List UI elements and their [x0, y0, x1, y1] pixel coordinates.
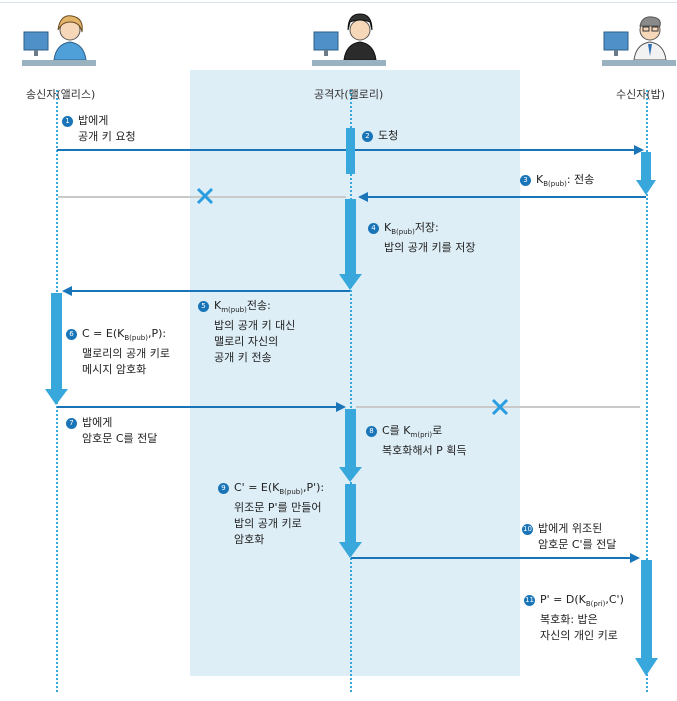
- step-number: 7: [66, 418, 77, 429]
- activation-decrypt: [345, 409, 356, 469]
- step-text: C를 K: [382, 424, 411, 437]
- step-text: 전송:: [246, 299, 271, 312]
- step-subscript: B(pri): [585, 600, 606, 609]
- step-text: K: [384, 221, 392, 234]
- step-10: 10 밥에게 위조된 암호문 C'를 전달: [522, 521, 616, 553]
- step-text: 밥에게: [82, 416, 113, 429]
- step-number: 6: [66, 329, 77, 340]
- activation-encrypt: [51, 293, 62, 389]
- step-text: 저장:: [414, 221, 439, 234]
- arrow-head: [635, 658, 658, 676]
- step-number: 10: [522, 524, 533, 535]
- arrow-head: [339, 467, 362, 482]
- arrow-head: [630, 553, 640, 563]
- step-text: 공개 키 요청: [78, 130, 136, 143]
- step-8: 8 C를 Km(pri)로 복호화해서 P 획득: [366, 423, 466, 459]
- step-text: P' = D(K: [540, 593, 586, 606]
- cross-icon: [196, 187, 214, 205]
- step-9: 9 C' = E(KB(pub),P'): 위조문 P'를 만들어 밥의 공개 키…: [218, 480, 324, 548]
- step-number: 5: [198, 301, 209, 312]
- activation-intercept: [346, 128, 355, 174]
- step-text: 공개 키 전송: [214, 351, 272, 365]
- step-text: C = E(K: [82, 327, 125, 340]
- step-text: K: [214, 299, 222, 312]
- arrow-head: [62, 286, 72, 296]
- step-number: 4: [368, 223, 379, 234]
- step-text: ,P):: [147, 327, 167, 340]
- step-text: 밥의 공개 키 대신: [214, 319, 296, 333]
- step-subscript: B(pub): [391, 228, 415, 237]
- actor-bob: [600, 8, 677, 78]
- step-2: 2 도청: [362, 128, 398, 144]
- step-subscript: m(pri): [410, 431, 433, 440]
- person-at-computer-icon: [312, 13, 386, 66]
- actor-alice: [20, 8, 100, 78]
- step-text: 밥의 공개 키로: [234, 517, 302, 531]
- step-text: 맬로리의 공개 키로: [82, 347, 170, 361]
- step-text: 암호문 C'를 전달: [538, 538, 617, 551]
- step-text: K: [536, 173, 544, 186]
- actor-label-mallory: 공격자(맬로리): [314, 88, 384, 101]
- arrow-head: [336, 402, 346, 412]
- step-number: 3: [520, 175, 531, 186]
- arrow-head: [339, 274, 362, 290]
- actor-label-bob: 수신자(밥): [616, 88, 666, 101]
- step-text: 로: [432, 424, 443, 437]
- activation-store-key: [345, 199, 356, 274]
- arrow-head: [634, 145, 644, 155]
- arrow-head: [339, 542, 362, 558]
- activation-bob-decrypt: [641, 560, 652, 660]
- lifeline-bob: [646, 90, 648, 692]
- step-text: 맬로리 자신의: [214, 335, 279, 349]
- step-number: 2: [362, 131, 373, 142]
- step-6: 6 C = E(KB(pub),P): 맬로리의 공개 키로 메시지 암호화: [66, 326, 170, 378]
- step-subscript: B(pub): [124, 334, 148, 343]
- step-number: 8: [366, 426, 377, 437]
- step-text: 암호문 C를 전달: [82, 432, 158, 445]
- top-rule: [0, 2, 677, 3]
- arrow-head: [45, 389, 68, 405]
- step-text: 복호화: 밥은: [540, 613, 598, 627]
- cross-icon: [491, 398, 509, 416]
- step-number: 11: [524, 595, 535, 606]
- arrow-head: [636, 180, 656, 195]
- step-text: : 전송: [566, 173, 595, 186]
- activation-forge: [345, 484, 356, 544]
- step-number: 1: [62, 116, 73, 127]
- actor-label-alice: 송신자(앨리스): [26, 88, 96, 101]
- person-at-computer-icon: [602, 16, 676, 66]
- step-text: C' = E(K: [234, 481, 280, 494]
- arrow-head: [358, 192, 368, 202]
- step-text: 메시지 암호화: [82, 363, 147, 377]
- step-text: ,P'):: [302, 481, 325, 494]
- step-text: 밥에게: [78, 114, 109, 127]
- step-text: 위조문 P'를 만들어: [234, 501, 322, 515]
- person-at-computer-icon: [22, 15, 96, 66]
- lifeline-mallory: [350, 90, 352, 692]
- activation-bob-send: [641, 152, 651, 180]
- step-11: 11 P' = D(KB(pri),C') 복호화: 밥은 자신의 개인 키로: [524, 592, 624, 644]
- actor-mallory: [310, 8, 390, 78]
- step-subscript: B(pub): [543, 180, 567, 189]
- step-text: 밥의 공개 키를 저장: [384, 241, 476, 255]
- step-subscript: m(pub): [221, 306, 247, 315]
- step-text: 도청: [378, 129, 399, 142]
- step-7: 7 밥에게 암호문 C를 전달: [66, 415, 157, 447]
- step-number: 9: [218, 483, 229, 494]
- step-text: 자신의 개인 키로: [540, 629, 618, 643]
- step-text: 암호화: [234, 533, 265, 547]
- step-text: ,C'): [605, 593, 624, 606]
- step-subscript: B(pub): [279, 488, 303, 497]
- step-text: 밥에게 위조된: [538, 522, 603, 535]
- step-1: 1 밥에게 공개 키 요청: [62, 113, 136, 145]
- step-text: 복호화해서 P 획득: [382, 444, 467, 458]
